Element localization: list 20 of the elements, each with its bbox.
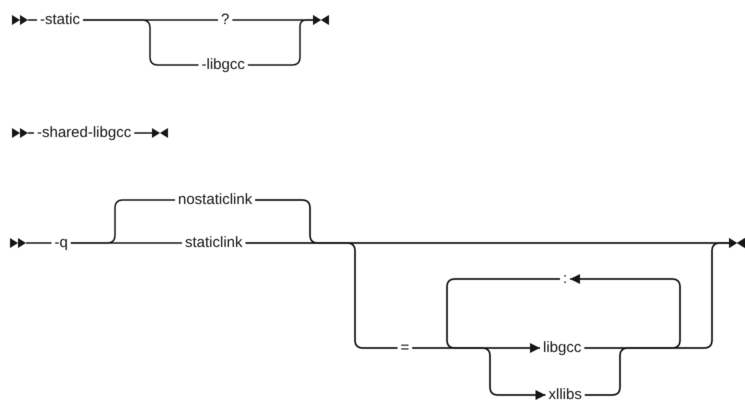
syntax-keyword: -shared-libgcc <box>36 124 132 142</box>
syntax-line <box>446 278 560 400</box>
syntax-keyword: -static <box>39 11 82 29</box>
syntax-line <box>10 238 52 248</box>
syntax-line <box>12 128 34 138</box>
syntax-line <box>570 274 681 396</box>
syntax-keyword: -q <box>54 234 69 252</box>
syntax-keyword: : <box>562 270 568 288</box>
syntax-line <box>134 128 168 138</box>
syntax-keyword: staticlink <box>184 234 244 252</box>
syntax-line <box>248 15 329 66</box>
syntax-line <box>70 242 182 244</box>
syntax-keyword: -libgcc <box>200 56 246 74</box>
syntax-keyword: = <box>400 339 410 357</box>
syntax-line <box>12 15 37 25</box>
syntax-line <box>83 19 198 66</box>
syntax-keyword: nostaticlink <box>177 191 254 209</box>
syntax-keyword: xllibs <box>548 386 583 404</box>
syntax-keyword: libgcc <box>542 339 582 357</box>
syntax-keyword: ? <box>220 11 230 29</box>
